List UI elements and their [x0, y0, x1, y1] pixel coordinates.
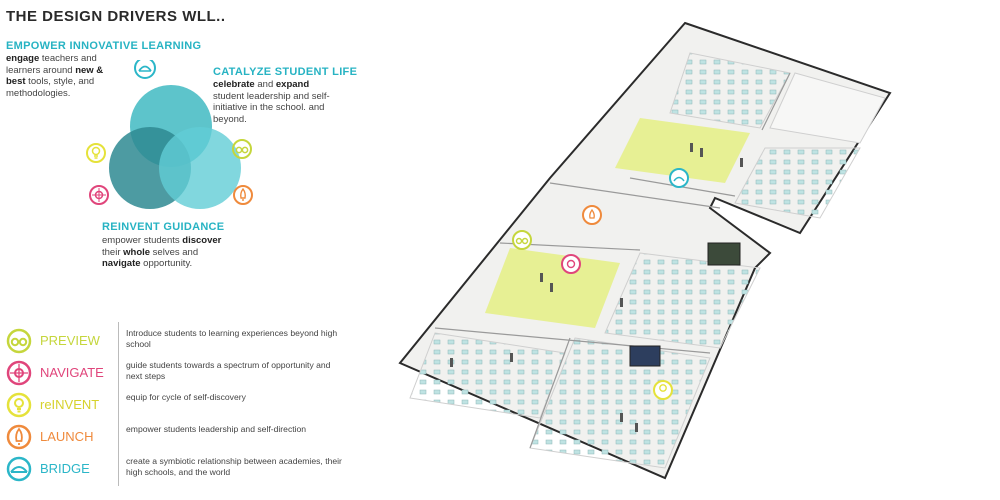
legend-label: BRIDGE	[40, 461, 90, 476]
venn-diagram	[86, 60, 253, 209]
bridge-icon	[669, 168, 689, 188]
commons-upper	[615, 118, 750, 183]
compass-icon	[561, 254, 581, 274]
people-silhouettes	[450, 143, 743, 432]
binoculars-icon	[232, 139, 252, 159]
legend-row-launch: LAUNCH empower students leadership and s…	[0, 422, 360, 452]
rocket-icon	[6, 424, 32, 450]
interior-walls	[434, 72, 791, 449]
rocket-icon	[233, 185, 253, 205]
legend-desc: Introduce students to learning experienc…	[126, 328, 338, 349]
room-upper-right	[769, 72, 886, 144]
wall-screen	[707, 242, 741, 266]
room-lower-left	[409, 332, 566, 419]
legend-label: reINVENT	[40, 397, 100, 412]
legend-desc: guide students towards a spectrum of opp…	[126, 360, 331, 381]
legend-desc: create a symbiotic relationship between …	[126, 456, 342, 477]
room-mid-right	[734, 147, 861, 219]
venn-circle-catalyze	[159, 127, 241, 209]
legend-divider	[118, 322, 119, 486]
driver-text-catalyze: celebrate and expand student leadership …	[213, 79, 330, 125]
bridge-icon	[134, 60, 156, 79]
rocket-icon	[582, 205, 602, 225]
compass-icon	[6, 360, 32, 386]
room-upper-left	[669, 52, 791, 129]
lightbulb-icon	[6, 392, 32, 418]
floor-plan-illustration	[398, 21, 892, 480]
legend-label: LAUNCH	[40, 429, 94, 444]
driver-heading-empower: EMPOWER INNOVATIVE LEARNING	[6, 40, 202, 52]
compass-icon	[89, 185, 109, 205]
legend-row-navigate: NAVIGATE guide students towards a spectr…	[0, 358, 360, 388]
binoculars-icon	[512, 230, 532, 250]
driver-heading-catalyze: CATALYZE STUDENT LIFE	[213, 66, 358, 78]
driver-text-reinvent: empower students discover their whole se…	[102, 235, 222, 269]
bridge-icon	[6, 456, 32, 482]
legend-desc: empower students leadership and self-dir…	[126, 424, 307, 434]
room-bottom	[529, 337, 711, 469]
driver-text-empower: engage teachers and learners around new …	[6, 53, 104, 99]
binoculars-icon	[6, 328, 32, 354]
legend-desc: equip for cycle of self-discovery	[126, 392, 246, 402]
wall-screen	[629, 345, 661, 367]
lightbulb-icon	[86, 143, 106, 163]
legend-row-preview: PREVIEW Introduce students to learning e…	[0, 326, 360, 356]
legend-row-reinvent: reINVENT equip for cycle of self-discove…	[0, 390, 360, 420]
legend-row-bridge: BRIDGE create a symbiotic relationship b…	[0, 454, 360, 484]
lightbulb-icon	[653, 380, 673, 400]
legend-label: NAVIGATE	[40, 365, 104, 380]
page-title: THE DESIGN DRIVERS WLL..	[6, 8, 226, 25]
driver-heading-reinvent: REINVENT GUIDANCE	[102, 221, 225, 233]
legend-label: PREVIEW	[40, 333, 100, 348]
